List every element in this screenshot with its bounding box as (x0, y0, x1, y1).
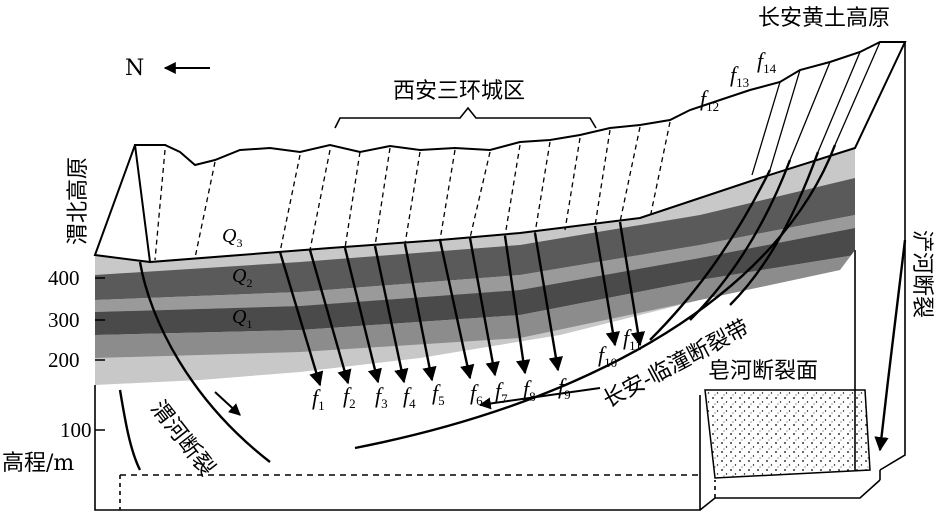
fault-label-f13: f13 (730, 62, 749, 90)
zaohe-plane-label: 皂河断裂面 (708, 359, 818, 384)
fault-label-f2: f2 (343, 383, 356, 411)
fault-label-f8: f8 (523, 376, 536, 404)
changan-plateau-label: 长安黄土高原 (758, 6, 890, 31)
city-brace (334, 106, 597, 129)
north-arrow-label: N (125, 56, 144, 81)
fault-label-f5: f5 (432, 380, 445, 408)
fault-label-f12: f12 (700, 86, 719, 114)
city-label: 西安三环城区 (393, 79, 525, 104)
motion-arrows (163, 62, 601, 416)
tick-300: 300 (48, 308, 80, 332)
elevation-label: 高程/m (2, 451, 74, 476)
fault-labels: f1 f2 f3 f4 f5 f6 f7 f8 f9 f10 f11 f12 f13 f14 (312, 48, 777, 413)
tick-100: 100 (60, 418, 92, 442)
stratum-label-q2: Q2 (232, 265, 252, 290)
tick-200: 200 (48, 348, 80, 372)
fault-label-f3: f3 (375, 383, 388, 411)
fault-label-f9: f9 (558, 374, 571, 402)
weibei-plateau-label: 渭北高原 (66, 157, 91, 245)
weihe-fault-label: 渭河断裂 (145, 396, 219, 481)
deep-gray-band (95, 255, 855, 358)
fault-label-f1: f1 (312, 385, 325, 413)
zaohe-fault-plane (704, 389, 871, 479)
fault-label-f11: f11 (623, 325, 642, 353)
fault-label-f4: f4 (403, 383, 416, 411)
stratum-label-q3: Q3 (222, 225, 242, 250)
fault-label-f14: f14 (757, 48, 777, 76)
tick-400: 400 (48, 266, 80, 290)
lower-dark-band (95, 228, 855, 335)
fault-curves (118, 144, 907, 471)
middle-light-band (95, 215, 855, 312)
stratum-label-q1: Q1 (232, 306, 252, 331)
chanhe-fault-label: 浐河断裂 (909, 230, 934, 318)
fault-label-f6: f6 (470, 380, 483, 408)
plateau-strips (751, 41, 881, 176)
elevation-axis (95, 277, 105, 431)
dashed-fault-traces (154, 121, 671, 261)
fault-label-f10: f10 (598, 342, 617, 370)
surface-blocks (93, 41, 907, 264)
fault-label-f7: f7 (495, 378, 508, 406)
